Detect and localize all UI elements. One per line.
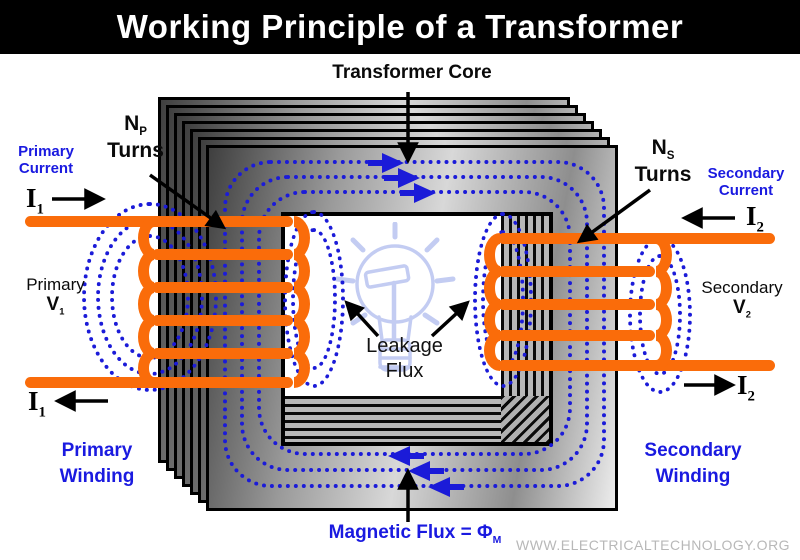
secondary-wire-bottom (498, 360, 775, 371)
secondary-turn-loop (656, 330, 672, 371)
transformer-core-label: Transformer Core (332, 62, 492, 83)
primary-wire-bottom (25, 377, 293, 388)
secondary-current-label: Secondary Current (707, 165, 785, 199)
secondary-wire-top (498, 233, 775, 244)
primary-turn (152, 249, 293, 260)
primary-turn-loop (138, 348, 154, 388)
website-watermark: WWW.ELECTRICALTECHNOLOGY.ORG (516, 537, 791, 553)
magnetic-flux-label: Magnetic Flux = ΦM (328, 522, 502, 546)
primary-wire-top (25, 216, 293, 227)
i2-symbol-bottom: I2 (737, 370, 755, 405)
ns-turns-label: NS Turns (634, 136, 692, 187)
i1-symbol-top: I1 (26, 183, 44, 218)
arrow-i2-in (681, 207, 735, 229)
primary-turn (152, 348, 293, 359)
arrow-i2-out (684, 374, 736, 396)
page-title: Working Principle of a Transformer (0, 0, 800, 54)
secondary-turn-loop (484, 330, 500, 371)
primary-winding-label: Primary Winding (59, 440, 135, 487)
primary-turn (152, 282, 293, 293)
window-lamination-bottom (285, 396, 501, 442)
secondary-turn (498, 299, 655, 310)
leakage-flux-ellipse (291, 228, 337, 370)
arrow-i1-in (52, 188, 106, 210)
primary-voltage-label: Primary V1 (26, 275, 85, 317)
i1-symbol-bottom: I1 (28, 386, 46, 421)
secondary-turn (498, 266, 655, 277)
primary-turn (152, 315, 293, 326)
i2-symbol-top: I2 (746, 201, 764, 236)
secondary-winding-label: Secondary Winding (644, 440, 742, 487)
primary-current-label: Primary Current (18, 143, 74, 177)
secondary-voltage-label: Secondary V2 (701, 278, 783, 320)
leakage-flux-ellipse (283, 210, 345, 388)
secondary-turn (498, 330, 655, 341)
arrow-i1-out (54, 390, 108, 412)
leakage-flux-label: Leakage Flux (366, 335, 443, 382)
np-turns-label: NP Turns (107, 112, 164, 163)
primary-turn-loop (294, 348, 310, 388)
